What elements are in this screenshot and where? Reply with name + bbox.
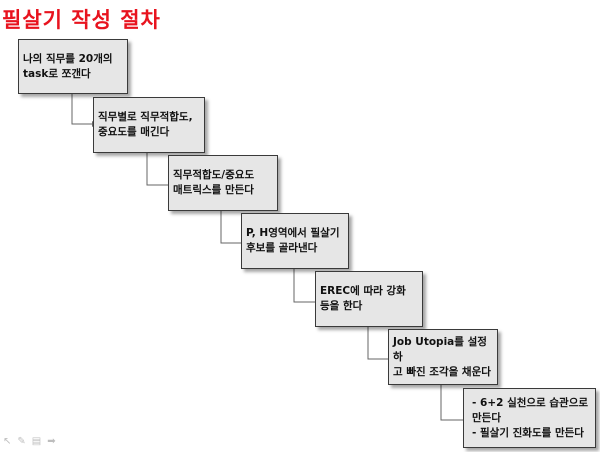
page-title: 필살기 작성 절차 (2, 8, 161, 32)
step-4-box: P, H영역에서 필살기 후보를 골라낸다 (241, 213, 349, 269)
step-7-box: - 6+2 실천으로 습관으로 만든다 - 필살기 진화도를 만든다 (463, 388, 596, 448)
connector-4-5 (293, 269, 315, 303)
step-6-text: Job Utopia를 설정하 고 빠진 조각을 채운다 (393, 335, 491, 378)
slide-controls: ↖ ✎ ▤ ➡ (3, 436, 56, 447)
step-3-box: 직무적합도/중요도 매트릭스를 만든다 (168, 155, 278, 211)
step-3-text: 직무적합도/중요도 매트릭스를 만든다 (173, 169, 255, 196)
step-1-box: 나의 직무를 20개의 task로 쪼갠다 (18, 39, 128, 94)
step-5-text: EREC에 따라 강화 등을 한다 (320, 285, 406, 312)
connector-6-7 (440, 385, 463, 421)
step-4-text: P, H영역에서 필살기 후보를 골라낸다 (246, 227, 340, 254)
menu-icon[interactable]: ▤ (31, 436, 42, 447)
pen-icon[interactable]: ✎ (17, 436, 26, 447)
step-6-box: Job Utopia를 설정하 고 빠진 조각을 채운다 (388, 329, 498, 385)
step-7-text: - 6+2 실천으로 습관으로 만든다 - 필살기 진화도를 만든다 (472, 396, 589, 439)
connector-3-4 (220, 211, 241, 244)
pointer-icon[interactable]: ↖ (3, 436, 12, 447)
connector-2-3 (146, 153, 168, 186)
step-5-box: EREC에 따라 강화 등을 한다 (315, 271, 423, 327)
step-1-text: 나의 직무를 20개의 task로 쪼갠다 (23, 52, 113, 80)
connector-5-6 (367, 327, 388, 360)
step-2-box: 직무별로 직무적합도, 중요도를 매긴다 (93, 97, 205, 153)
connector-1-2 (71, 94, 92, 125)
next-icon[interactable]: ➡ (47, 436, 56, 447)
step-2-text: 직무별로 직무적합도, 중요도를 매긴다 (98, 111, 193, 138)
